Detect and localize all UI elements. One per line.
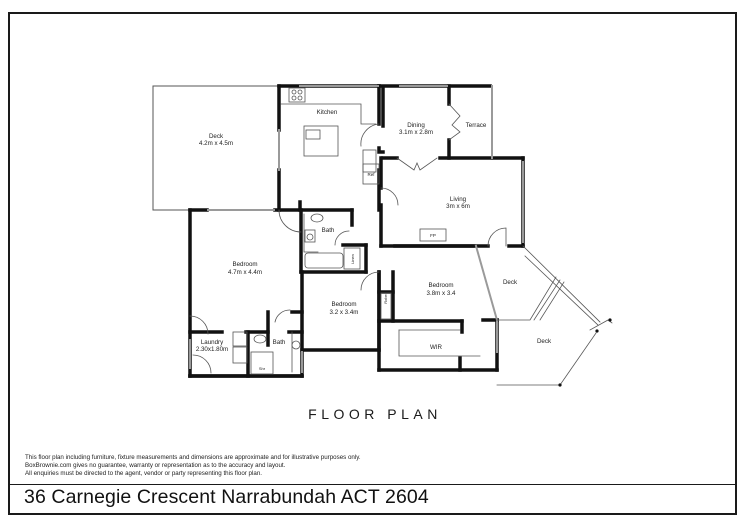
label-shower: Shr <box>259 366 266 371</box>
dims-bedroom-right: 3.8m x 3.4 <box>427 290 456 297</box>
disclaimer: This floor plan including furniture, fix… <box>25 454 361 477</box>
deck-corner-dots <box>558 318 612 387</box>
fixtures <box>189 87 613 386</box>
label-fp: FP <box>430 233 436 238</box>
dims-laundry: 2.30x1.80m <box>196 346 228 353</box>
label-laundry: Laundry <box>201 339 224 346</box>
label-robe: Robe <box>383 293 388 303</box>
dims-dining: 3.1m x 2.8m <box>399 129 433 136</box>
label-wir: WIR <box>430 344 443 351</box>
dims-living: 3m x 6m <box>446 203 470 210</box>
windows <box>189 85 524 373</box>
label-ref: Ref <box>367 172 375 177</box>
label-deck-upper-right: Deck <box>503 279 518 286</box>
page-frame <box>8 12 737 515</box>
label-bedroom-right: Bedroom <box>428 282 453 289</box>
label-linen: Linen <box>350 254 355 264</box>
walls <box>188 84 525 378</box>
label-dining: Dining <box>407 122 425 129</box>
footer-divider <box>8 484 735 485</box>
dims-bedroom-mid: 3.2 x 3.4m <box>330 309 359 316</box>
dims-bedroom-master: 4.7m x 4.4m <box>228 269 262 276</box>
disclaimer-line-1: This floor plan including furniture, fix… <box>25 454 361 461</box>
label-terrace: Terrace <box>466 122 487 129</box>
label-bath-lower: Bath <box>273 339 286 346</box>
label-bath-upper: Bath <box>322 227 335 234</box>
property-address: 36 Carnegie Crescent Narrabundah ACT 260… <box>24 486 429 508</box>
label-deck-main: Deck <box>209 133 224 140</box>
floor-plan-title: FLOOR PLAN <box>308 406 442 422</box>
disclaimer-line-3: All enquiries must be directed to the ag… <box>25 469 262 477</box>
deck-main-outline <box>152 85 280 211</box>
label-kitchen: Kitchen <box>317 109 338 116</box>
dims-deck-main: 4.2m x 4.5m <box>199 140 233 147</box>
disclaimer-line-2: BoxBrownie.com gives no guarantee, warra… <box>25 461 286 469</box>
label-bedroom-mid: Bedroom <box>331 301 356 308</box>
label-deck-lower-right: Deck <box>537 338 552 345</box>
label-bedroom-master: Bedroom <box>232 261 257 268</box>
label-living: Living <box>450 196 467 203</box>
